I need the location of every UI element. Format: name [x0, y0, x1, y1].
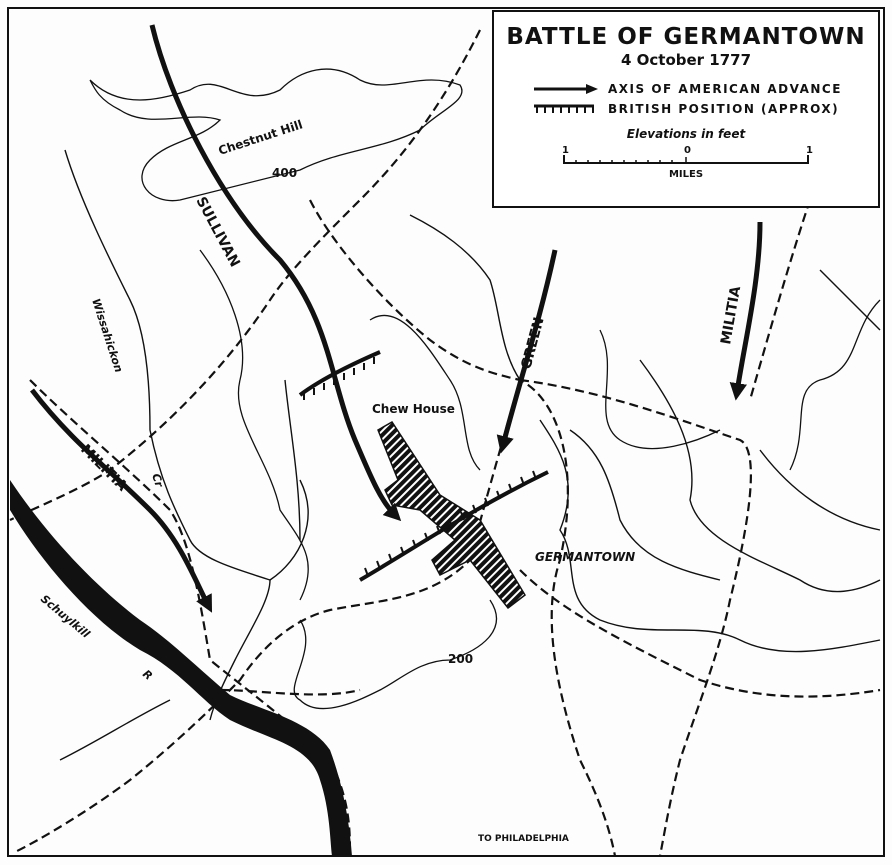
elevation-note: Elevations in feet: [626, 127, 746, 141]
map-title: BATTLE OF GERMANTOWN: [506, 24, 866, 50]
scale-bar: 1 0 1 MILES: [562, 145, 813, 180]
militia-east-arrow: [729, 221, 763, 401]
label-chestnut-hill: Chestnut Hill: [217, 117, 305, 157]
map-date: 4 October 1777: [620, 51, 752, 69]
sullivan-arrow: [149, 24, 402, 522]
green-arrow: [496, 249, 558, 454]
label-river: R: [140, 667, 155, 682]
label-chew-house: Chew House: [372, 402, 455, 416]
legend-item-advance: Axis of American Advance: [534, 79, 878, 99]
label-creek: Cr: [149, 472, 166, 489]
streams: [59, 149, 881, 761]
label-contour-200: 200: [448, 652, 473, 666]
tick-line-icon: [534, 104, 594, 113]
germantown-town: [377, 420, 526, 610]
label-to-philadelphia: TO PHILADELPHIA: [478, 834, 569, 844]
map-labels: Chestnut Hill 400 SULLIVAN Wissahickon C…: [38, 117, 744, 844]
legend-box: BATTLE OF GERMANTOWN 4 October 1777 Axis…: [492, 10, 880, 208]
label-militia-east: MILITIA: [718, 285, 744, 346]
arrow-icon: [534, 84, 598, 94]
label-germantown: GERMANTOWN: [535, 550, 635, 564]
label-green: GREEN: [518, 316, 547, 371]
militia-west-arrow: [30, 388, 213, 613]
label-contour-400: 400: [272, 166, 297, 180]
advance-arrows: [30, 24, 763, 613]
scale-ruler: [563, 155, 809, 164]
contours: [89, 68, 881, 710]
british-positions: [298, 350, 549, 582]
label-wissahickon: Wissahickon: [89, 297, 125, 374]
map-border: [7, 7, 885, 857]
schuylkill-river: [10, 480, 352, 856]
legend-item-british: British Position (Approx): [534, 99, 878, 119]
